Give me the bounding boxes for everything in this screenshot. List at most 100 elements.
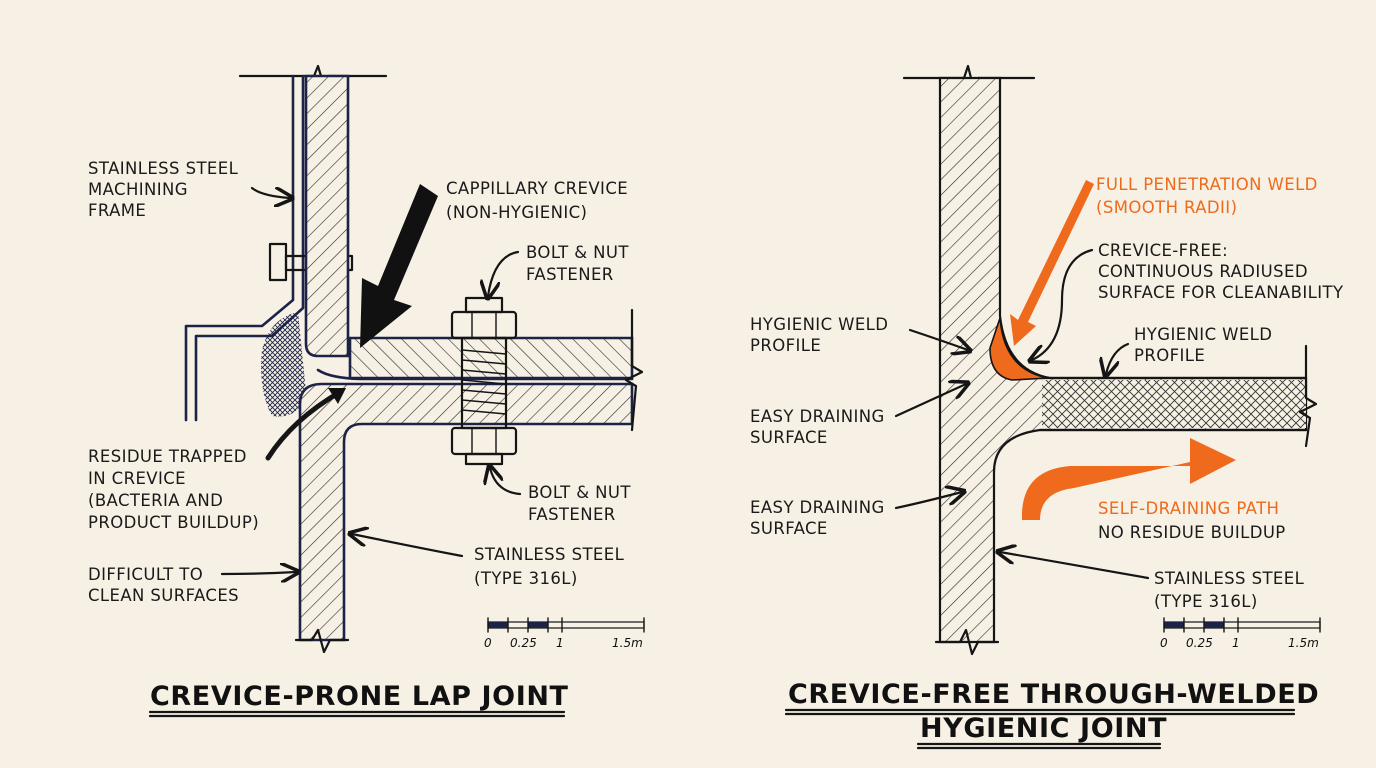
weld-fillet [989, 317, 1049, 381]
frame-leader [250, 186, 290, 198]
svg-text:0.25: 0.25 [510, 636, 537, 650]
svg-text:STAINLESS STEEL: STAINLESS STEEL [88, 159, 239, 178]
svg-text:(SMOOTH RADII): (SMOOTH RADII) [1096, 198, 1237, 217]
draining2-label-1: EASY DRAINING [750, 498, 885, 517]
svg-text:(TYPE 316L): (TYPE 316L) [474, 569, 578, 588]
svg-text:EASY DRAINING: EASY DRAINING [750, 498, 885, 517]
svg-text:SELF-DRAINING PATH: SELF-DRAINING PATH [1098, 499, 1279, 518]
crevice-free-label-1: CREVICE-FREE: [1098, 241, 1228, 260]
scale-right-1: 1 [1232, 636, 1240, 650]
bolt-top-label-2: FASTENER [526, 265, 614, 284]
svg-text:HYGIENIC JOINT: HYGIENIC JOINT [920, 713, 1167, 744]
scale-right-025: 0.25 [1186, 636, 1213, 650]
draining1-leader [894, 384, 966, 418]
svg-text:CREVICE-PRONE LAP JOINT: CREVICE-PRONE LAP JOINT [150, 681, 569, 712]
capillary-label-2: (NON-HYGIENIC) [446, 203, 587, 222]
svg-text:(NON-HYGIENIC): (NON-HYGIENIC) [446, 203, 587, 222]
residue-leader-head [328, 388, 346, 404]
weld-profile-right-2: PROFILE [1134, 346, 1205, 365]
scale-left-0: 0 [484, 636, 492, 650]
residue-label-2: IN CREVICE [88, 469, 186, 488]
bolt-nut-fastener [450, 296, 518, 466]
weld-profile-right-1: HYGIENIC WELD [1134, 325, 1272, 344]
crevice-gap [316, 368, 634, 381]
weld-profile-left-1: HYGIENIC WELD [750, 315, 888, 334]
svg-text:HYGIENIC WELD: HYGIENIC WELD [750, 315, 888, 334]
residue-label-4: PRODUCT BUILDUP) [88, 513, 259, 532]
scale-right-0: 0 [1160, 636, 1168, 650]
frame-bolt-head [268, 242, 288, 282]
draining1-label-1: EASY DRAINING [750, 407, 885, 426]
weld-profile-left-2: PROFILE [750, 336, 821, 355]
svg-text:EASY DRAINING: EASY DRAINING [750, 407, 885, 426]
lap-joint-labels: STAINLESS STEEL MACHINING FRAME CAPPILLA… [88, 159, 643, 712]
frame-plate-inner [194, 74, 305, 422]
scale-left-1: 1 [556, 636, 564, 650]
capillary-arrow [360, 184, 438, 348]
svg-text:CLEAN SURFACES: CLEAN SURFACES [88, 586, 239, 605]
svg-text:FASTENER: FASTENER [528, 505, 616, 524]
difficult-label-1: DIFFICULT TO [88, 565, 203, 584]
difficult-leader [220, 572, 296, 574]
svg-text:SURFACE: SURFACE [750, 519, 828, 538]
residue-label-3: (BACTERIA AND [88, 491, 223, 510]
self-draining-label: SELF-DRAINING PATH [1098, 499, 1279, 518]
right-bottom-break [934, 628, 1000, 656]
crevice-free-label-3: SURFACE FOR CLEANABILITY [1098, 283, 1344, 302]
welded-joint-labels: FULL PENETRATION WELD (SMOOTH RADII) CRE… [750, 175, 1344, 744]
steel-leader [352, 534, 464, 558]
right-steel-leader [1000, 552, 1150, 580]
svg-text:BOLT & NUT: BOLT & NUT [526, 243, 629, 262]
scale-bar-right [1163, 617, 1321, 633]
svg-text:FASTENER: FASTENER [526, 265, 614, 284]
right-steel-label-2: (TYPE 316L) [1154, 592, 1258, 611]
svg-text:CREVICE-FREE:: CREVICE-FREE: [1098, 241, 1228, 260]
svg-text:BOLT & NUT: BOLT & NUT [528, 483, 631, 502]
capillary-label-1: CAPPILLARY CREVICE [446, 179, 628, 198]
draining2-leader [894, 492, 962, 510]
right-title-underline-1 [784, 708, 1296, 716]
right-title-line-1: CREVICE-FREE THROUGH-WELDED [788, 679, 1319, 710]
frame-label-3: FRAME [88, 201, 146, 220]
scale-right-15: 1.5m [1288, 636, 1319, 650]
scale-left-15: 1.5m [612, 636, 643, 650]
svg-text:PRODUCT BUILDUP): PRODUCT BUILDUP) [88, 513, 259, 532]
crevice-free-leader [1032, 248, 1094, 360]
welded-horizontal-edges [1038, 376, 1308, 432]
svg-text:CONTINUOUS RADIUSED: CONTINUOUS RADIUSED [1098, 262, 1308, 281]
svg-text:(BACTERIA AND: (BACTERIA AND [88, 491, 223, 510]
bolt-bottom-label-2: FASTENER [528, 505, 616, 524]
svg-text:STAINLESS STEEL: STAINLESS STEEL [1154, 569, 1305, 588]
svg-text:IN CREVICE: IN CREVICE [88, 469, 186, 488]
weld-profile-left-leader [908, 328, 968, 350]
difficult-label-2: CLEAN SURFACES [88, 586, 239, 605]
svg-text:PROFILE: PROFILE [750, 336, 821, 355]
left-title: CREVICE-PRONE LAP JOINT [150, 681, 569, 712]
svg-text:RESIDUE TRAPPED: RESIDUE TRAPPED [88, 447, 247, 466]
svg-text:1.5m: 1.5m [1288, 636, 1319, 650]
self-draining-arrow [1021, 438, 1236, 520]
steel-label-1: STAINLESS STEEL [474, 545, 625, 564]
full-pen-label-2: (SMOOTH RADII) [1096, 198, 1237, 217]
svg-text:FULL PENETRATION WELD: FULL PENETRATION WELD [1096, 175, 1318, 194]
svg-text:0: 0 [484, 636, 492, 650]
residue-leader [265, 389, 343, 461]
weld-profile-right-leader [1106, 342, 1130, 374]
crevice-free-label-2: CONTINUOUS RADIUSED [1098, 262, 1308, 281]
svg-text:SURFACE: SURFACE [750, 428, 828, 447]
svg-text:1: 1 [1232, 636, 1240, 650]
full-pen-label-1: FULL PENETRATION WELD [1096, 175, 1318, 194]
frame-plate-outer [184, 74, 295, 422]
bolt-bottom-label-1: BOLT & NUT [528, 483, 631, 502]
svg-text:0.25: 0.25 [1186, 636, 1213, 650]
svg-text:SURFACE FOR CLEANABILITY: SURFACE FOR CLEANABILITY [1098, 283, 1344, 302]
right-break-line [624, 308, 644, 432]
right-title-underline-2 [916, 742, 1162, 750]
weld-arrow [1010, 180, 1094, 346]
svg-text:STAINLESS STEEL: STAINLESS STEEL [474, 545, 625, 564]
draining2-label-2: SURFACE [750, 519, 828, 538]
svg-text:0: 0 [1160, 636, 1168, 650]
svg-text:DIFFICULT TO: DIFFICULT TO [88, 565, 203, 584]
